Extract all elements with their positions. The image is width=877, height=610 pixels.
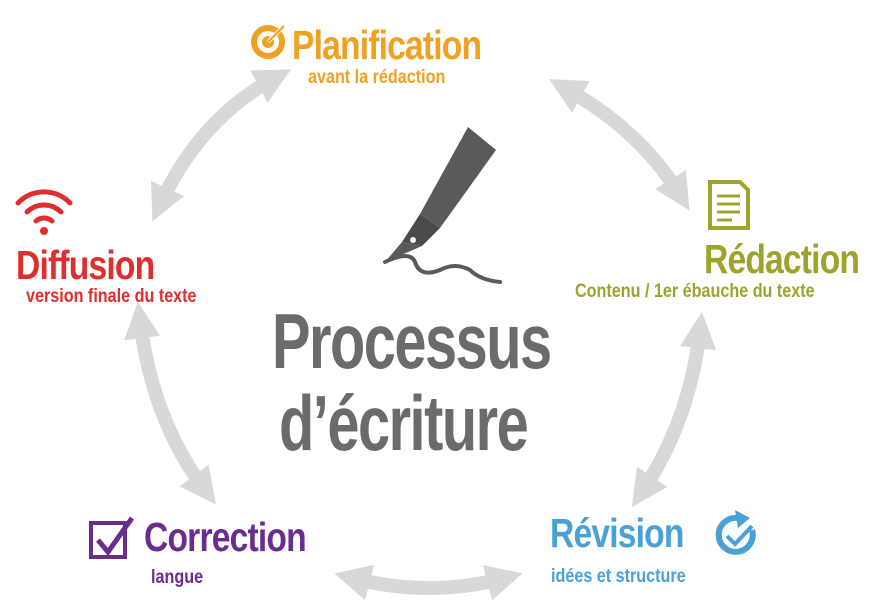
arrow-correction-diffusion xyxy=(124,301,216,505)
wifi-icon xyxy=(15,189,73,235)
correction-subtitle: langue xyxy=(151,567,204,588)
planification-title: Planification xyxy=(292,22,482,68)
refresh-check-icon xyxy=(715,510,756,555)
revision-title: Révision xyxy=(550,510,684,556)
redaction-title: Rédaction xyxy=(704,236,860,282)
center-title-line2: d’écriture xyxy=(279,379,529,467)
arrow-diffusion-planification xyxy=(151,69,292,222)
revision-subtitle: idées et structure xyxy=(551,566,686,587)
arrow-redaction-revision xyxy=(631,311,717,508)
target-icon xyxy=(251,22,288,59)
redaction-subtitle: Contenu / 1er ébauche du texte xyxy=(575,281,815,302)
correction-title: Correction xyxy=(144,514,307,560)
fountain-pen-icon xyxy=(383,127,502,284)
planification-subtitle: avant la rédaction xyxy=(308,67,446,88)
document-icon xyxy=(708,180,750,230)
arrow-revision-correction xyxy=(334,564,523,601)
cycle-arrows xyxy=(124,69,717,601)
checkbox-icon xyxy=(89,516,135,559)
diffusion-title: Diffusion xyxy=(16,242,155,288)
diffusion-subtitle: version finale du texte xyxy=(26,286,197,307)
arrow-planification-redaction xyxy=(549,79,690,211)
center-title-line1: Processus xyxy=(272,297,552,385)
